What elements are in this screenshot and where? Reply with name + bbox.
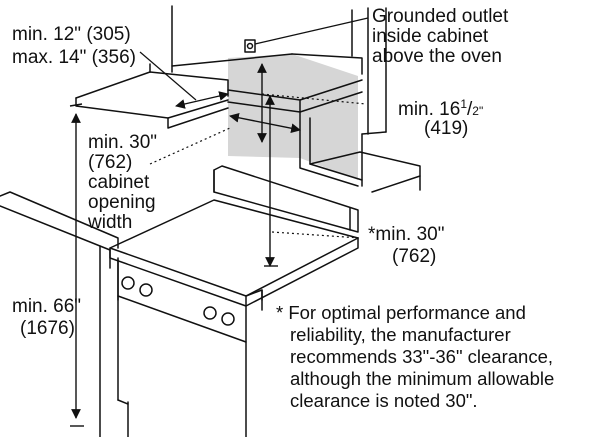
- range-cooktop: [109, 199, 359, 307]
- footnote-line4: although the minimum allowable: [290, 368, 555, 389]
- outlet-label-line1: Grounded outlet: [372, 6, 509, 27]
- opening-label-line2: (762): [88, 152, 133, 173]
- side-clearance-leader: [139, 51, 197, 101]
- right-lower-cabinet: [245, 289, 263, 311]
- depth-mm-label: (419): [424, 118, 469, 139]
- depth-min-denominator: 2": [472, 104, 484, 118]
- opening-width-dimension: [229, 112, 301, 134]
- opening-leader: [149, 127, 231, 165]
- overall-height-label-line1: min. 66": [12, 296, 82, 317]
- grounded-outlet: [244, 39, 256, 53]
- opening-label-line4: opening: [88, 192, 156, 213]
- clearance-shaded-area: [228, 54, 358, 180]
- upper-cabinet-right: [227, 7, 387, 187]
- upper-cabinet-left: [75, 5, 293, 129]
- side-clearance-min-label: min. 12" (305): [12, 24, 131, 45]
- left-countertop: [0, 191, 119, 437]
- outlet-label-line3: above the oven: [372, 46, 502, 67]
- footnote-line3: recommends 33"-36" clearance,: [290, 346, 554, 367]
- opening-label-line3: cabinet: [88, 172, 150, 193]
- opening-label-line1: min. 30": [88, 132, 158, 153]
- depth-min-label: min. 161/2": [398, 97, 484, 120]
- footnote-line5: clearance is noted 30".: [290, 390, 478, 411]
- right-countertop: [309, 151, 421, 193]
- side-clearance-max-label: max. 14" (356): [12, 47, 136, 68]
- footnote: * For optimal performance and reliabilit…: [276, 302, 554, 412]
- footnote-line2: reliability, the manufacturer: [290, 324, 511, 345]
- range-backguard: [213, 165, 359, 233]
- depth-min-numerator: 1: [460, 97, 467, 111]
- depth-min-whole: min. 16: [398, 99, 461, 120]
- overall-height-label-line2: (1676): [20, 318, 75, 339]
- cooktop-clearance-label-line2: (762): [392, 246, 437, 267]
- range-body: [117, 259, 247, 437]
- footnote-line1: * For optimal performance and: [276, 302, 526, 323]
- cooktop-clearance-label-line1: *min. 30": [368, 224, 445, 245]
- opening-label-line5: width: [88, 212, 133, 233]
- outlet-leader: [254, 17, 369, 45]
- outlet-label-line2: inside cabinet: [372, 26, 489, 47]
- side-clearance-dimension: [175, 91, 229, 109]
